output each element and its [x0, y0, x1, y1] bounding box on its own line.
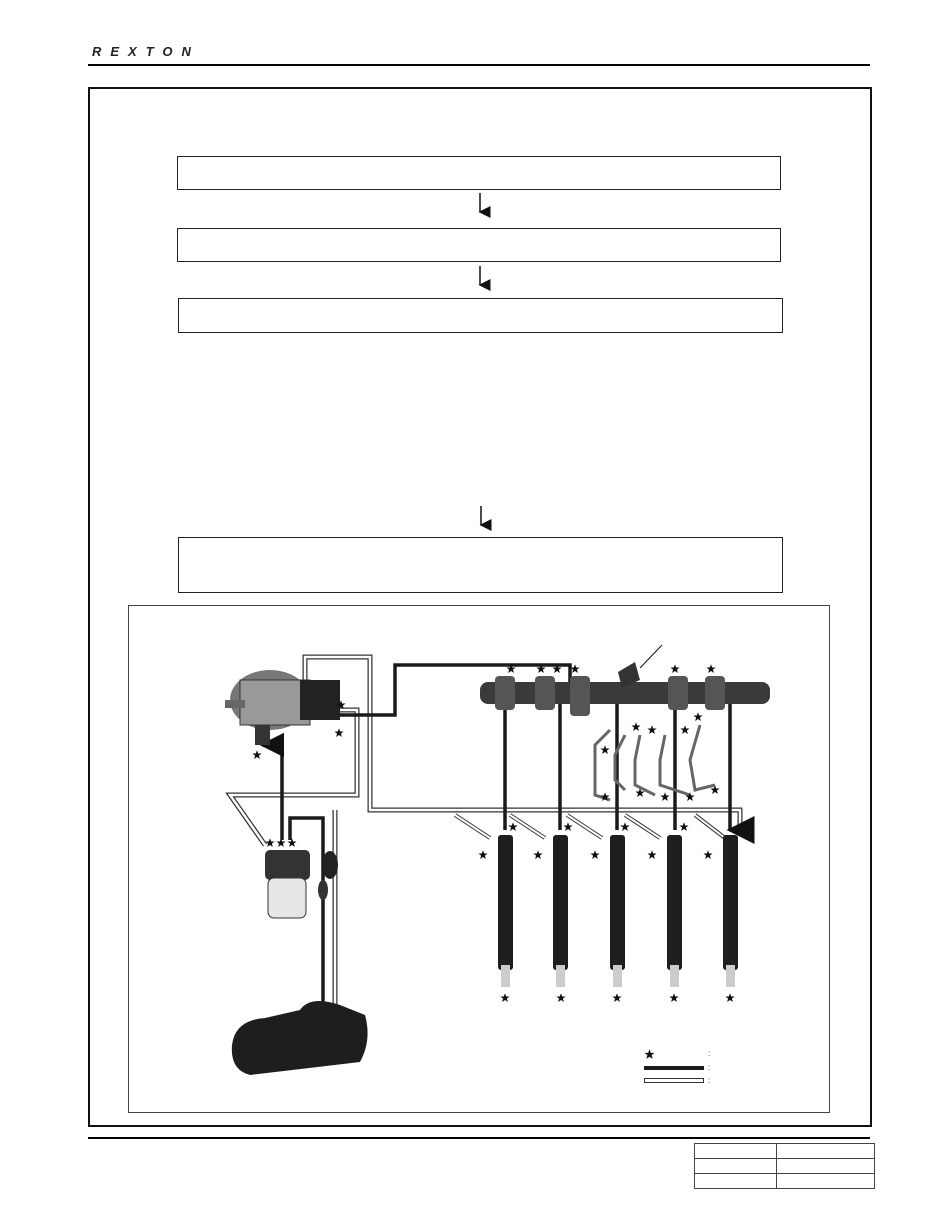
header-rule — [88, 64, 870, 66]
footer-cell — [776, 1158, 875, 1174]
legend-colon: : — [708, 1049, 710, 1058]
footer-cell — [694, 1173, 777, 1189]
injector-icon — [610, 835, 625, 970]
flow-step-3 — [178, 298, 783, 333]
footer-cell — [776, 1173, 875, 1189]
pressure-sensor-leader — [639, 644, 663, 669]
supply-lines — [259, 663, 730, 1025]
footer-cell — [694, 1143, 777, 1159]
high-pressure-pipes — [593, 724, 716, 802]
content-frame — [88, 87, 872, 1127]
legend-supply-line — [644, 1066, 704, 1070]
flow-arrows — [478, 193, 492, 531]
fuel-system-diagram-frame — [128, 605, 830, 1113]
footer-cell — [694, 1158, 777, 1174]
legend-return-line — [644, 1078, 704, 1083]
injector-icon — [498, 835, 513, 970]
fuel-filter-icon — [225, 670, 340, 745]
flow-step-2 — [177, 228, 781, 262]
legend: : : : — [644, 1049, 710, 1085]
rexton-logo: REXTON — [92, 44, 200, 59]
footer-cell — [776, 1143, 875, 1159]
flow-step-4 — [178, 537, 783, 593]
injectors — [498, 835, 738, 987]
legend-colon: : — [708, 1076, 710, 1085]
injector-icon — [723, 835, 738, 970]
injector-icon — [667, 835, 682, 970]
common-rail-icon — [480, 644, 770, 716]
legend-star-icon — [644, 1049, 655, 1059]
footer-table — [694, 1143, 875, 1189]
fuel-tank-icon — [231, 1001, 368, 1075]
flow-step-1 — [177, 156, 781, 190]
footer-rule — [88, 1137, 870, 1139]
priming-pump-icon — [265, 850, 338, 919]
injector-icon — [553, 835, 568, 970]
legend-colon: : — [708, 1063, 710, 1072]
